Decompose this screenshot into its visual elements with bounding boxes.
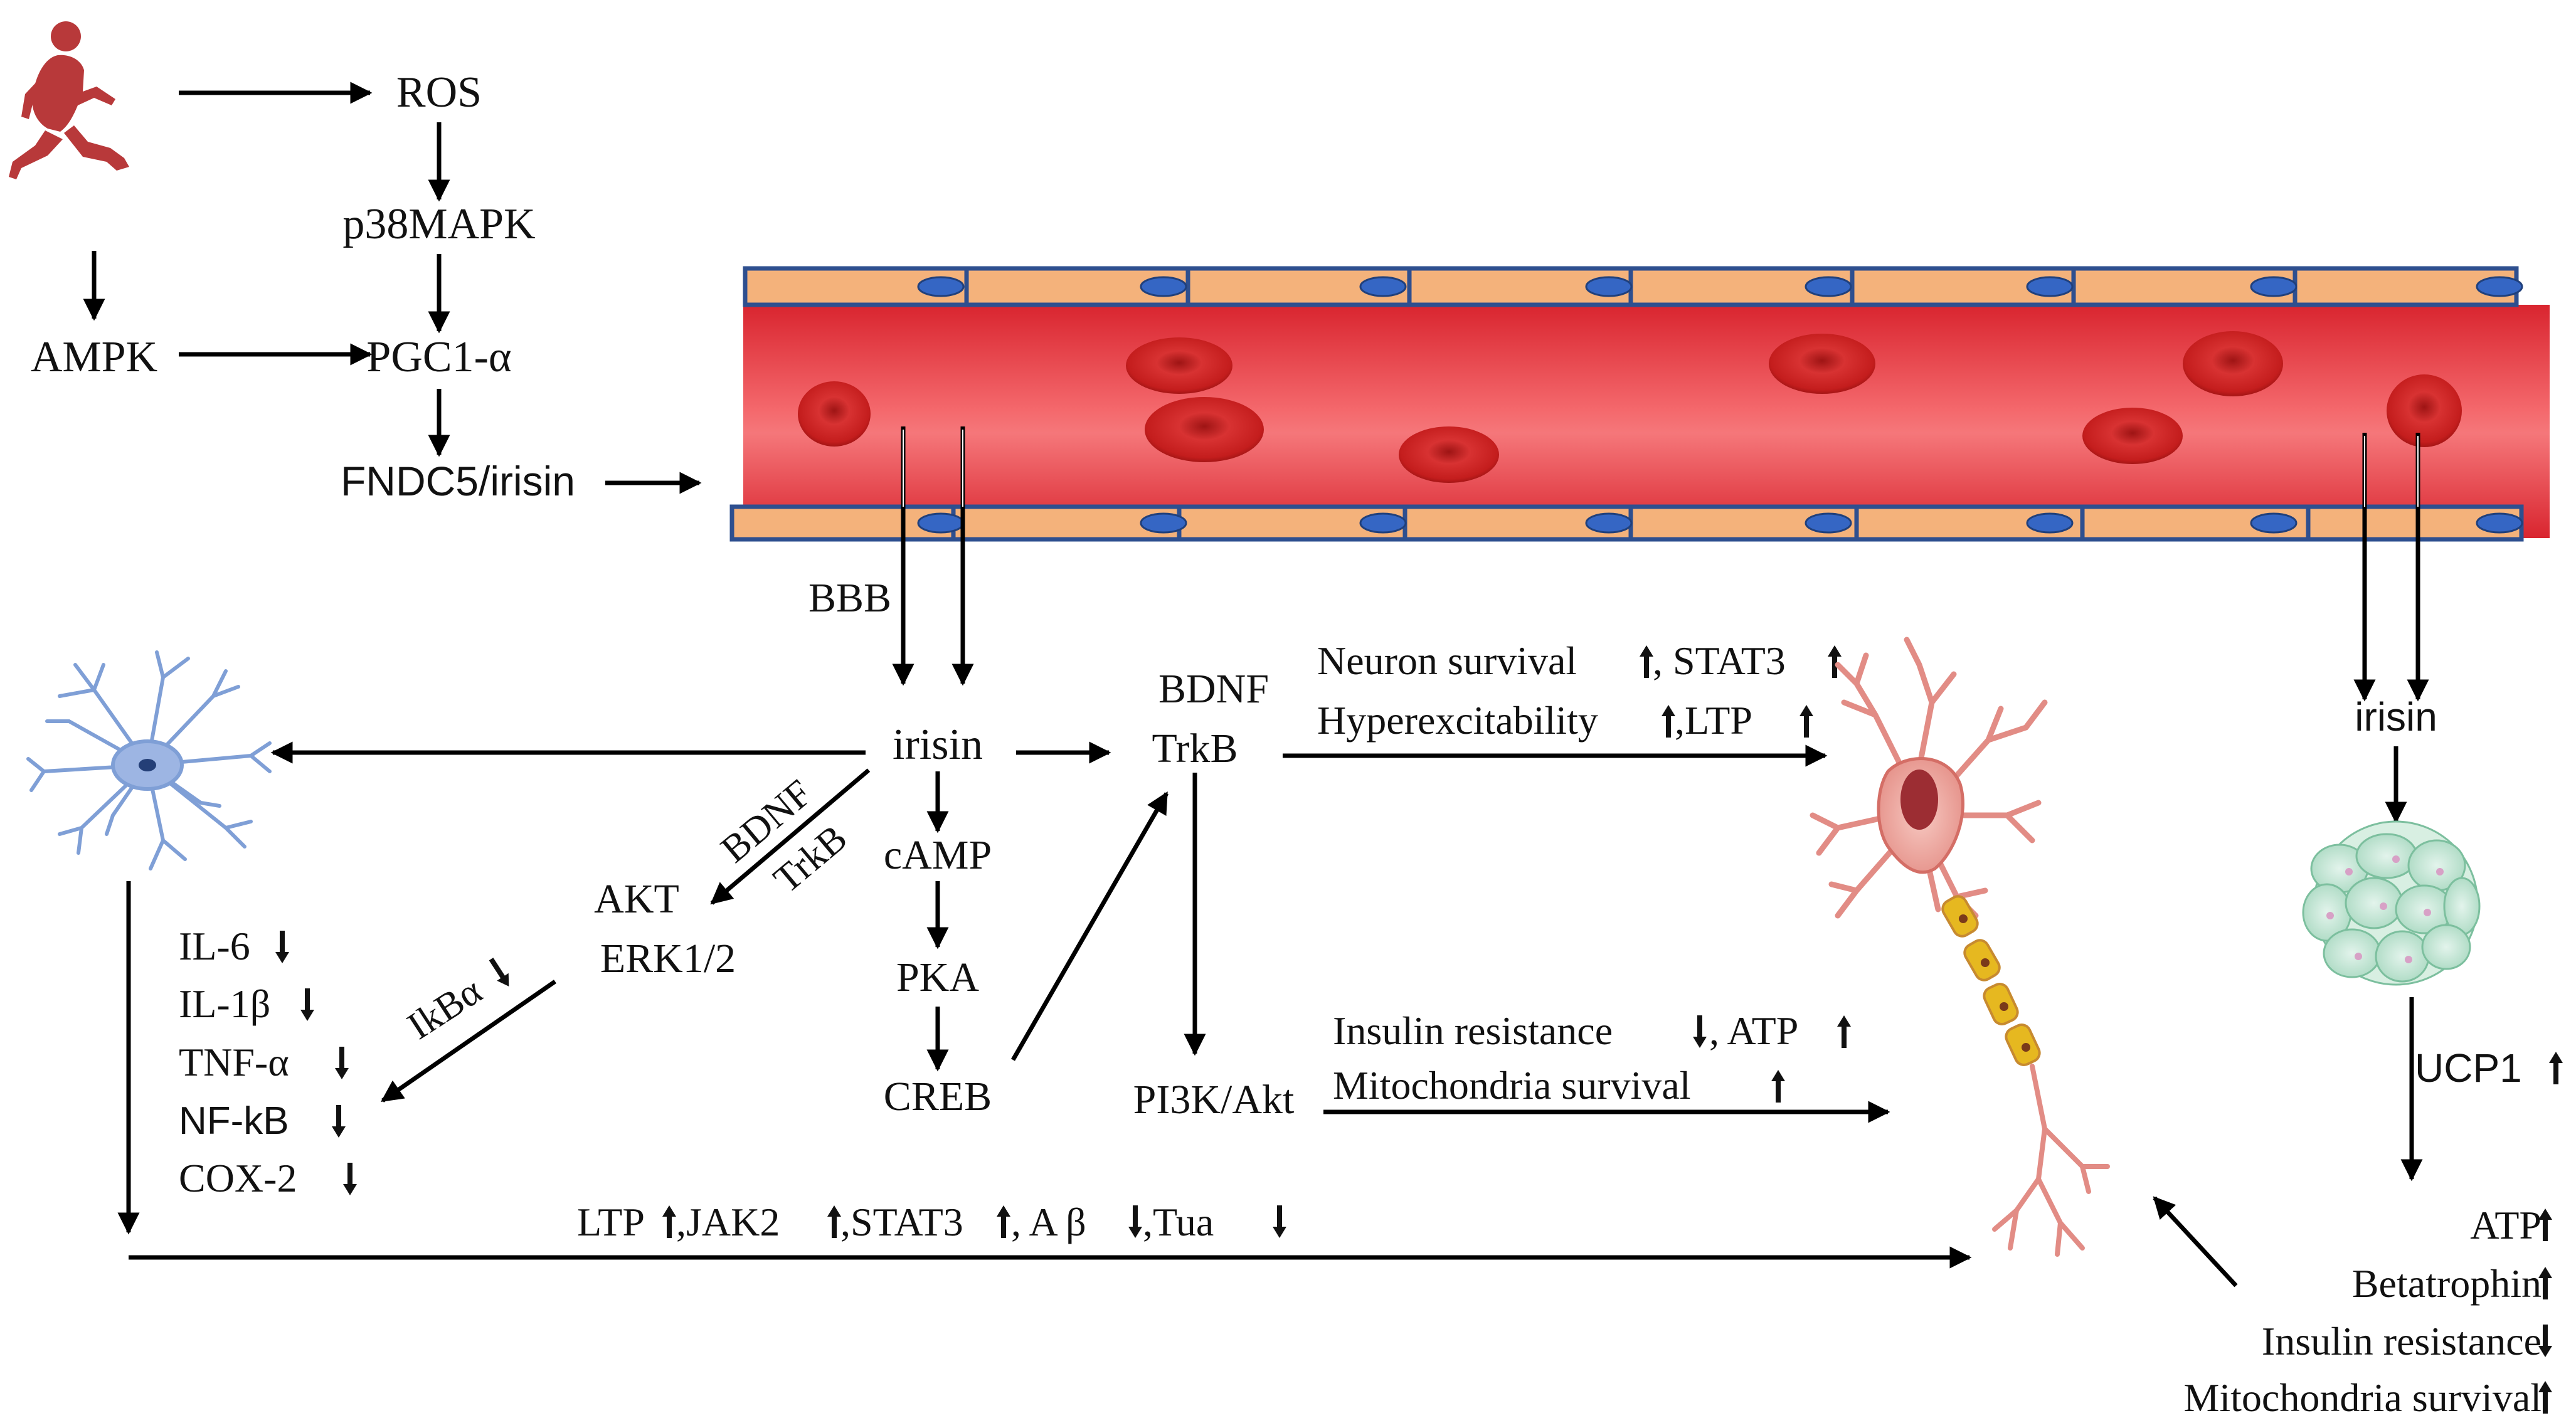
- svg-text:,Tua: ,Tua: [1143, 1200, 1214, 1244]
- svg-text:Mitochondria survival: Mitochondria survival: [2183, 1375, 2542, 1420]
- bottom-ltp: LTP: [577, 1200, 645, 1244]
- hyperexcitability-text: Hyperexcitability: [1317, 698, 1598, 743]
- bottom-abeta: , A β: [1011, 1200, 1086, 1244]
- inflammation-item: NF-kB: [179, 1099, 289, 1143]
- right-vertical-arrows: [2385, 746, 2423, 1182]
- bdnf-label: BDNF: [1158, 666, 1269, 712]
- insulin-resistance-text: Insulin resistance: [1333, 1008, 1613, 1053]
- inflammation-item: TNF-α: [179, 1040, 289, 1084]
- center-arrows: [117, 741, 2238, 1288]
- akt-label: AKT: [594, 876, 679, 922]
- svg-text:Mitochondria survival: Mitochondria survival: [1333, 1063, 1691, 1108]
- mitochondria-survival-text: Mitochondria survival: [1333, 1063, 1691, 1108]
- up-arrow-icon: [1662, 705, 1675, 738]
- outcome-atp: ATP: [2470, 1203, 2542, 1247]
- pi3k-akt-label: PI3K/Akt: [1133, 1077, 1295, 1123]
- svg-text:,STAT3: ,STAT3: [840, 1200, 963, 1244]
- p38mapk-label: p38MAPK: [342, 200, 535, 248]
- svg-text:,LTP: ,LTP: [1675, 698, 1752, 743]
- down-arrow-icon: [343, 1163, 357, 1195]
- down-arrow-icon: [300, 988, 314, 1021]
- astrocyte-icon: [26, 650, 272, 870]
- bottom-jak2: ,JAK2: [676, 1200, 780, 1244]
- atp-text: , ATP: [1709, 1008, 1798, 1053]
- neuron-effects-top: Neuron survival , STAT3 Hyperexcitabilit…: [1317, 638, 1842, 743]
- up-arrow-icon: [1799, 705, 1813, 738]
- irisin-right-label: irisin: [2355, 694, 2437, 739]
- erk-label: ERK1/2: [600, 936, 736, 981]
- ucp1-label: UCP1: [2415, 1045, 2522, 1091]
- pka-label: PKA: [896, 955, 979, 1000]
- inflammation-item: IL-6: [179, 924, 250, 968]
- camp-label: cAMP: [884, 832, 992, 878]
- down-arrow-icon: [485, 955, 515, 990]
- up-arrow-icon: [2549, 1052, 2563, 1084]
- down-arrow-icon: [332, 1105, 346, 1138]
- neuron-survival-text: Neuron survival: [1317, 638, 1577, 683]
- ikba-label-group: IkBα: [400, 955, 515, 1048]
- inflammation-list: IL-6 IL-1β TNF-α NF-kB COX-2: [179, 924, 357, 1200]
- ampk-label: AMPK: [31, 333, 157, 381]
- stat3-text: , STAT3: [1653, 638, 1786, 683]
- blood-vessel: [729, 266, 2550, 542]
- svg-text:, STAT3: , STAT3: [1653, 638, 1786, 683]
- pathway-arrows: [83, 82, 702, 494]
- up-arrow-icon: [1640, 645, 1653, 678]
- svg-text:Hyperexcitability: Hyperexcitability: [1317, 698, 1598, 743]
- down-arrow-icon: [1693, 1015, 1707, 1048]
- up-arrow-icon: [827, 1205, 841, 1238]
- fndc5-irisin-label: FNDC5/irisin: [341, 458, 575, 504]
- pgc1a-label: PGC1-α: [366, 333, 511, 381]
- up-arrow-icon: [662, 1205, 676, 1238]
- ltp-text: ,LTP: [1675, 698, 1752, 743]
- svg-text:, ATP: , ATP: [1709, 1008, 1798, 1053]
- down-arrow-icon: [1273, 1205, 1286, 1238]
- neuron-effects-bottom: Insulin resistance , ATP Mitochondria su…: [1333, 1008, 1851, 1108]
- up-arrow-icon: [1837, 1015, 1851, 1048]
- up-arrow-icon: [1771, 1070, 1785, 1103]
- irisin-center-label: irisin: [893, 721, 983, 769]
- svg-text:, A β: , A β: [1011, 1200, 1086, 1244]
- ros-label: ROS: [396, 68, 482, 117]
- svg-text:,JAK2: ,JAK2: [676, 1200, 780, 1244]
- red-blood-cells: [798, 331, 2462, 483]
- neuron-icon: [1810, 637, 2110, 1257]
- adipocyte-cluster-icon: [2302, 820, 2481, 986]
- inflammation-item: IL-1β: [179, 981, 270, 1026]
- runner-icon: [9, 21, 129, 179]
- outcome-insulin-resistance: Insulin resistance: [2262, 1319, 2542, 1363]
- svg-text:Betatrophin: Betatrophin: [2352, 1261, 2542, 1306]
- creb-label: CREB: [884, 1074, 992, 1119]
- up-arrow-icon: [1828, 645, 1842, 678]
- svg-text:Insulin resistance: Insulin resistance: [1333, 1008, 1613, 1053]
- right-outcomes: ATP Betatrophin Insulin resistance Mitoc…: [2183, 1203, 2552, 1420]
- outcome-mitochondria-survival: Mitochondria survival: [2183, 1375, 2542, 1420]
- bottom-tua: ,Tua: [1143, 1200, 1214, 1244]
- svg-text:LTP: LTP: [577, 1200, 645, 1244]
- down-arrow-icon: [1128, 1205, 1142, 1238]
- down-arrow-icon: [275, 931, 289, 963]
- svg-text:ATP: ATP: [2470, 1203, 2542, 1247]
- bottom-stat3: ,STAT3: [840, 1200, 963, 1244]
- svg-text:Insulin resistance: Insulin resistance: [2262, 1319, 2542, 1363]
- bbb-label: BBB: [808, 575, 891, 621]
- bottom-effects-line: LTP ,JAK2 ,STAT3 , A β ,Tua: [577, 1200, 1286, 1244]
- trkb-label: TrkB: [1152, 726, 1238, 771]
- outcome-betatrophin: Betatrophin: [2352, 1261, 2542, 1306]
- inflammation-item: COX-2: [179, 1156, 297, 1200]
- endothelial-nuclei: [917, 276, 2523, 534]
- down-arrow-icon: [335, 1047, 349, 1079]
- up-arrow-icon: [997, 1205, 1010, 1238]
- svg-text:Neuron survival: Neuron survival: [1317, 638, 1577, 683]
